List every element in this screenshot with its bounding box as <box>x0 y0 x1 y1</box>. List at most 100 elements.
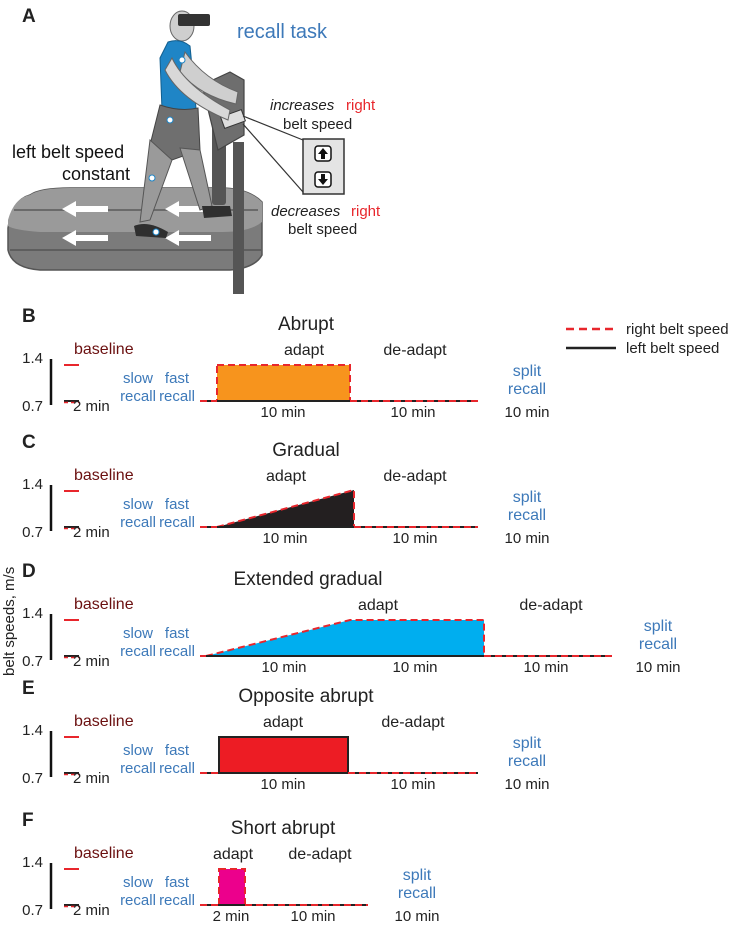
panel-letter: B <box>22 306 36 327</box>
adapt-label: adapt <box>263 714 304 731</box>
fast-recall-label: recall <box>159 514 195 531</box>
tick-label-low: 0.7 <box>22 398 43 415</box>
baseline-label: baseline <box>74 845 134 862</box>
slow-label: slow <box>123 625 153 642</box>
adapt-label: adapt <box>358 597 399 614</box>
segment-duration: 10 min <box>390 404 435 421</box>
slow-label: slow <box>123 496 153 513</box>
slow-recall-label: recall <box>120 892 156 909</box>
tick-label-low: 0.7 <box>22 770 43 787</box>
decreases-label: decreases <box>271 203 341 220</box>
deadapt-label: de-adapt <box>519 597 583 614</box>
split-duration: 10 min <box>504 530 549 547</box>
split-label: split <box>644 618 673 635</box>
panel-letter: F <box>22 810 34 831</box>
tick-label-low: 0.7 <box>22 524 43 541</box>
adapt-block <box>219 869 245 905</box>
tick-label-high: 1.4 <box>22 605 43 622</box>
slow-recall-label: recall <box>120 514 156 531</box>
increases-belt-speed: belt speed <box>283 116 352 133</box>
adapt-right-belt-trace <box>205 619 485 657</box>
fast-label: fast <box>165 370 190 387</box>
panel-title: Opposite abrupt <box>238 686 374 707</box>
slow-recall-label: recall <box>120 388 156 405</box>
split-label: split <box>513 363 542 380</box>
adapt-block <box>206 620 484 656</box>
segment-duration: 10 min <box>392 530 437 547</box>
fast-label: fast <box>165 874 190 891</box>
belt-arrow-icon <box>62 201 211 246</box>
baseline-label: baseline <box>74 341 134 358</box>
vr-headset-icon <box>178 14 210 26</box>
split-recall-label: recall <box>398 885 436 902</box>
panel-title: Gradual <box>272 440 340 461</box>
slow-label: slow <box>123 742 153 759</box>
legend-right-label: right belt speed <box>626 321 729 338</box>
tick-label-high: 1.4 <box>22 722 43 739</box>
fast-recall-label: recall <box>159 892 195 909</box>
deadapt-label: de-adapt <box>383 468 447 485</box>
increases-right-label: right <box>346 97 376 114</box>
split-recall-label: recall <box>508 381 546 398</box>
baseline-label: baseline <box>74 713 134 730</box>
baseline-duration: 2 min <box>73 524 110 541</box>
segment-duration: 10 min <box>523 659 568 676</box>
adapt-label: adapt <box>284 342 325 359</box>
segment-duration: 10 min <box>260 776 305 793</box>
decreases-right-label: right <box>351 203 381 220</box>
baseline-duration: 2 min <box>73 398 110 415</box>
increases-label: increases <box>270 97 335 114</box>
panel-title: Extended gradual <box>234 569 383 590</box>
baseline-duration: 2 min <box>73 770 110 787</box>
adapt-label: adapt <box>213 846 254 863</box>
left-belt-note-line2: constant <box>62 164 130 184</box>
tick-label-low: 0.7 <box>22 902 43 919</box>
deadapt-label: de-adapt <box>383 342 447 359</box>
legend-left-label: left belt speed <box>626 340 719 357</box>
split-recall-label: recall <box>639 636 677 653</box>
segment-duration: 10 min <box>290 908 335 925</box>
decreases-belt-speed: belt speed <box>288 221 357 238</box>
split-duration: 10 min <box>635 659 680 676</box>
fast-recall-label: recall <box>159 760 195 777</box>
adapt-outline <box>218 868 246 906</box>
adapt-block <box>219 737 348 773</box>
adapt-label: adapt <box>266 468 307 485</box>
segment-duration: 10 min <box>392 659 437 676</box>
fast-label: fast <box>165 742 190 759</box>
slow-recall-label: recall <box>120 760 156 777</box>
walker-figure <box>134 10 239 238</box>
segment-duration: 10 min <box>261 659 306 676</box>
tick-label-high: 1.4 <box>22 350 43 367</box>
panel-a: A recall task <box>7 6 381 294</box>
baseline-label: baseline <box>74 467 134 484</box>
y-axis-label: belt speeds, m/s <box>1 567 18 676</box>
segment-duration: 2 min <box>213 908 250 925</box>
panel-letter: E <box>22 678 35 699</box>
deadapt-label: de-adapt <box>381 714 445 731</box>
panel-letter-a: A <box>22 6 36 27</box>
remote-button-box <box>219 108 247 130</box>
slow-label: slow <box>123 370 153 387</box>
baseline-duration: 2 min <box>73 902 110 919</box>
left-belt-note-line1: left belt speed <box>12 142 124 162</box>
down-arrow-icon <box>314 171 332 188</box>
split-duration: 10 min <box>504 776 549 793</box>
deadapt-label: de-adapt <box>288 846 352 863</box>
panel-letter: D <box>22 561 36 582</box>
adapt-block <box>217 365 350 401</box>
baseline-duration: 2 min <box>73 653 110 670</box>
split-recall-label: recall <box>508 753 546 770</box>
slow-recall-label: recall <box>120 643 156 660</box>
fast-label: fast <box>165 496 190 513</box>
recall-task-title: recall task <box>237 21 328 43</box>
fast-label: fast <box>165 625 190 642</box>
panel-title: Abrupt <box>278 314 335 335</box>
